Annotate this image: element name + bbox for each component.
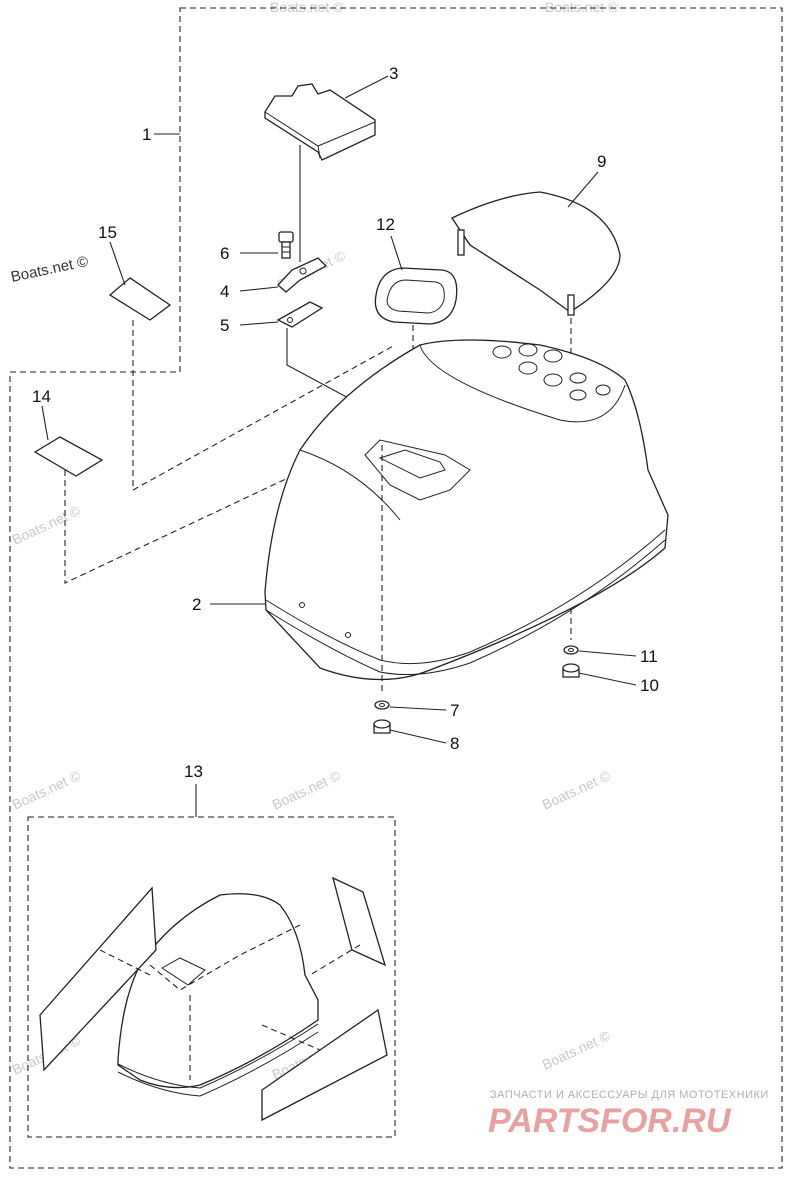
brand-logo: PARTSFOR.RU	[488, 1102, 732, 1140]
callout-11: 11	[640, 647, 658, 666]
callout-7: 7	[450, 701, 459, 720]
leader-15	[109, 241, 126, 286]
callout-8: 8	[450, 734, 459, 753]
watermark: Boats.net ©	[10, 767, 84, 813]
leader-5	[239, 321, 279, 326]
part-4-clip	[277, 257, 328, 293]
part-7-washer	[374, 700, 390, 710]
leader-12	[390, 235, 403, 271]
callout-1: 1	[142, 125, 151, 144]
part-14-label	[33, 436, 104, 477]
watermark: Boats.net ©	[10, 502, 84, 548]
leader-7	[389, 706, 447, 711]
part-10-nut	[562, 663, 580, 678]
leader-14-down	[64, 444, 359, 584]
leader-15-down	[132, 320, 396, 491]
leader-11	[578, 650, 637, 657]
callout-10: 10	[640, 676, 659, 695]
assembly-1-outline	[9, 7, 783, 1169]
part-15-label	[108, 277, 172, 321]
leader-10	[578, 672, 637, 686]
watermark: Boats.net ©	[540, 767, 614, 813]
callout-2: 2	[192, 595, 201, 614]
part-12-grommet	[374, 267, 458, 325]
callout-13: 13	[184, 762, 203, 781]
watermark-dark: Boats.net ©	[9, 253, 89, 286]
callout-15: 15	[98, 223, 117, 242]
watermark: Boats.net ©	[270, 0, 344, 15]
part-6-screw	[278, 231, 294, 259]
part-9-rear-cover	[451, 191, 621, 316]
watermark: Boats.net ©	[270, 767, 344, 813]
leader-8	[389, 729, 447, 744]
callout-9: 9	[597, 152, 606, 171]
watermark: Boats.net ©	[540, 1027, 614, 1073]
leader-9	[567, 171, 599, 208]
part-13-decal-set	[39, 876, 388, 1122]
part-11-washer	[563, 645, 579, 655]
leader-14	[41, 405, 49, 441]
callout-4: 4	[220, 282, 229, 301]
part-5-bracket	[276, 301, 324, 328]
callout-5: 5	[220, 316, 229, 335]
brand-tagline: ЗАПЧАСТИ И АКСЕССУАРЫ ДЛЯ МОТОТЕХНИКИ	[490, 1089, 769, 1101]
part-3-cover-plate	[264, 83, 376, 161]
partsfor-branding: ЗАПЧАСТИ И АКСЕССУАРЫ ДЛЯ МОТОТЕХНИКИ PA…	[488, 1089, 769, 1140]
assembly-13-outline	[27, 816, 396, 1138]
leader-3	[344, 75, 389, 99]
callout-12: 12	[376, 215, 395, 234]
callout-14: 14	[32, 387, 51, 406]
part-2-top-cowling	[264, 339, 669, 681]
part-8-nut	[373, 719, 391, 734]
callout-6: 6	[220, 244, 229, 263]
callout-3: 3	[389, 64, 398, 83]
leader-4	[239, 286, 279, 292]
